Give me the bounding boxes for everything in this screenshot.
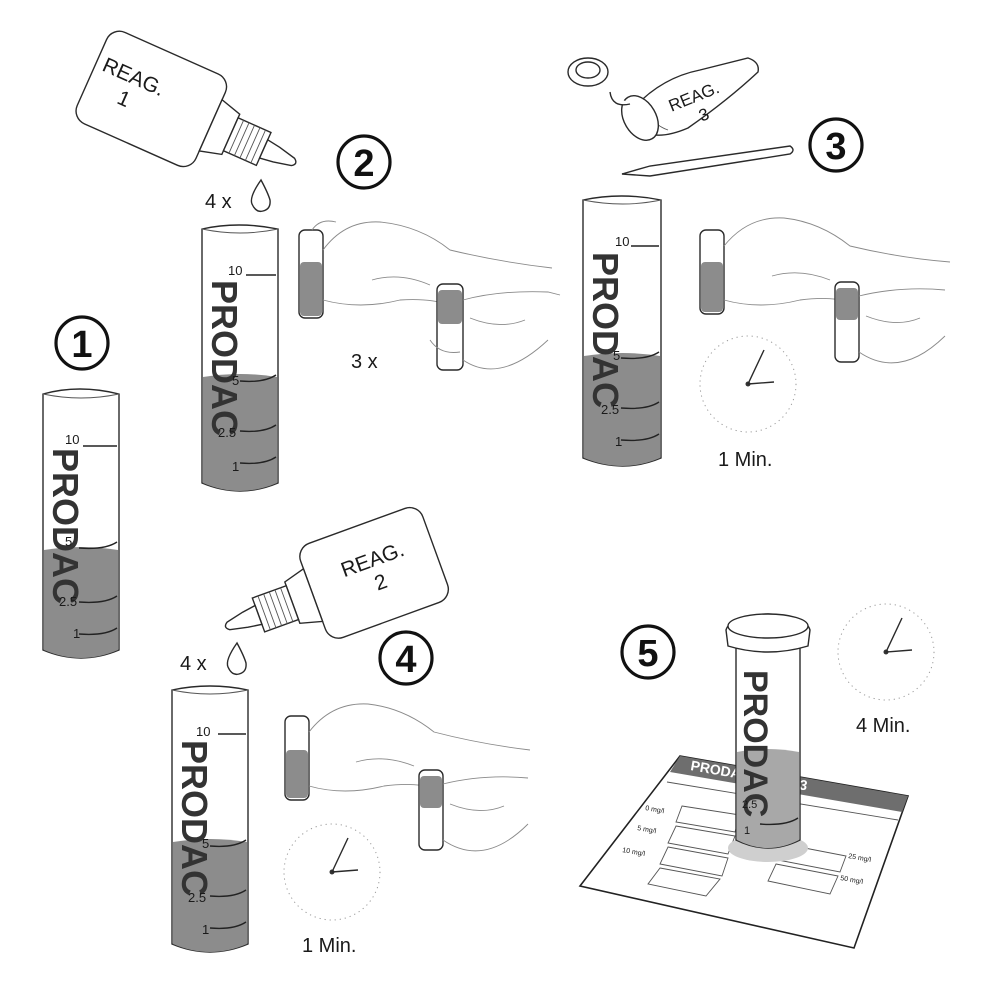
tube-brand: PRODAC [174,740,215,896]
chart-label-10: 10 mg/l [622,847,646,858]
scale-10: 10 [196,724,210,739]
reagent-2-bottle: REAG. 2 [224,506,450,639]
scale-10: 10 [228,263,242,278]
step-5-badge [620,624,676,680]
step-2-badge [336,134,392,190]
scale-1: 1 [232,459,239,474]
tube-brand: PRODAC [585,252,626,408]
shaking-hand [699,217,951,364]
step-3-number: 3 [825,126,846,168]
scale-2-5: 2.5 [218,425,236,440]
shaking-hand [298,220,561,371]
scale-1: 1 [202,922,209,937]
scale-1: 1 [744,825,750,837]
step-5-number: 5 [637,633,658,675]
step-5-test-tube: PRODAC 2.5 1 [725,613,811,862]
chart-label-25: 25 mg/l [848,853,872,864]
scale-2-5: 2.5 [742,799,757,811]
step-4-badge [378,630,434,686]
step-3-test-tube: PRODAC 10 5 2.5 1 [582,195,662,467]
step-4-number: 4 [395,639,416,681]
step-2-number: 2 [353,143,374,185]
step-4-time-label: 1 Min. [302,935,356,957]
drop-icon [226,641,247,676]
step-1-number: 1 [71,324,92,366]
shaking-hand [284,703,531,852]
step-2-test-tube: PRODAC 10 5 2.5 1 [201,224,279,492]
step-2-drops-label: 4 x [205,191,232,213]
step-5-time-label: 4 Min. [856,715,910,737]
measuring-spoon [621,145,794,177]
step-1: 1 PRODAC 10 5 2.5 1 [42,315,120,659]
drop-icon [250,178,271,213]
scale-5: 5 [65,534,72,549]
scale-2-5: 2.5 [188,890,206,905]
scale-5: 5 [613,348,620,363]
step-3: REAG. 3 3 PRODAC 10 5 2.5 1 [567,57,951,471]
clock-icon [283,823,381,921]
scale-10: 10 [615,234,629,249]
step-4: REAG. 2 4 x 4 PRODAC 10 5 2.5 1 [171,506,531,957]
tube-brand: PRODAC [45,448,86,604]
bottle-thread [222,116,272,167]
tube-brand: PRODAC [204,280,245,436]
chart-label-50: 50 mg/l [840,875,864,886]
step-5: 5 PRODACtest NO3 0 mg/l 5 mg/l 10 mg/l 2… [578,603,935,949]
scale-1: 1 [615,434,622,449]
step-2: REAG. 1 4 x 2 PRODAC 10 5 2.5 1 [75,30,561,492]
step-1-test-tube: PRODAC 10 5 2.5 1 [42,388,120,659]
scale-2-5: 2.5 [601,402,619,417]
step-4-test-tube: PRODAC 10 5 2.5 1 [171,685,249,953]
step-3-time-label: 1 Min. [718,449,772,471]
clock-icon [699,335,797,433]
reagent-1-bottle: REAG. 1 [75,30,297,168]
reagent-3-tube: REAG. 3 [567,57,759,141]
scale-5: 5 [232,373,239,388]
chart-label-5: 5 mg/l [637,825,657,835]
step-1-badge [54,315,110,371]
tube-brand: PRODAC [736,670,774,817]
chart-label-0: 0 mg/l [645,805,665,815]
scale-5: 5 [202,836,209,851]
scale-1: 1 [73,626,80,641]
step-4-drops-label: 4 x [180,653,207,675]
step-2-shake-label: 3 x [351,351,378,373]
clock-icon [837,603,935,701]
step-3-badge [808,117,864,173]
scale-10: 10 [65,432,79,447]
scale-2-5: 2.5 [59,594,77,609]
